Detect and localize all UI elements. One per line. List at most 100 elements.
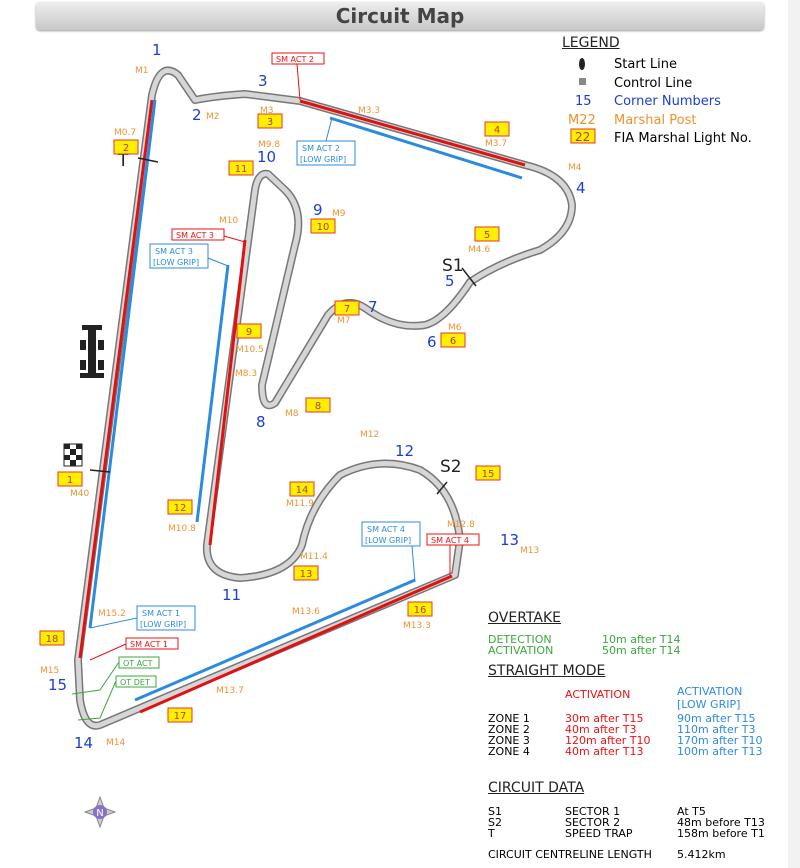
- circuit-data-cell: At T5: [677, 805, 706, 818]
- svg-text:11: 11: [222, 586, 241, 604]
- fia-light-number: 17: [174, 711, 187, 722]
- svg-text:M3.3: M3.3: [358, 106, 380, 116]
- straight-mode-cell: ZONE 3: [488, 734, 530, 747]
- length-value: 5.412km: [677, 848, 726, 861]
- straight-mode-cell: ZONE 4: [488, 745, 530, 758]
- circuit-data-cell: SECTOR 1: [565, 805, 621, 818]
- sm-col-lowgrip-2: [LOW GRIP]: [677, 698, 741, 711]
- fia-light-number: 16: [414, 605, 427, 616]
- fia-light-box: [475, 465, 501, 481]
- svg-text:M13.6: M13.6: [292, 607, 320, 617]
- straight-mode-cell: 170m after T10: [677, 734, 763, 747]
- svg-text:2: 2: [192, 106, 202, 124]
- zone-1-blue: [88, 99, 157, 629]
- svg-text:T: T: [117, 151, 129, 171]
- fia-light-box: [39, 630, 65, 646]
- svg-text:M2: M2: [206, 112, 220, 122]
- scrollbar[interactable]: [788, 0, 800, 868]
- sm-col-lowgrip: ACTIVATION: [677, 685, 743, 698]
- page-title: Circuit Map: [36, 2, 764, 30]
- fia-light-box: [310, 218, 336, 234]
- svg-text:M11.4: M11.4: [300, 552, 328, 562]
- fia-light-number: 14: [296, 485, 309, 496]
- svg-text:M40: M40: [70, 489, 89, 499]
- zone-labels: SM ACT 1 SM ACT 2 SM ACT 3 SM ACT 4 SM A…: [71, 52, 480, 721]
- legend-marshal: Marshal Post: [614, 113, 697, 128]
- svg-text:SM ACT 4: SM ACT 4: [367, 525, 405, 534]
- svg-text:12: 12: [395, 442, 414, 460]
- svg-text:[LOW GRIP]: [LOW GRIP]: [300, 155, 346, 164]
- svg-text:10: 10: [257, 148, 276, 166]
- fia-light-number: 7: [344, 304, 350, 315]
- svg-text:M9.8: M9.8: [258, 140, 280, 150]
- svg-text:M13.7: M13.7: [216, 686, 244, 696]
- circuit-data-cell: SECTOR 2: [565, 816, 621, 829]
- fia-light-number: 3: [267, 117, 273, 128]
- circuit-data-cell: 158m before T1: [677, 827, 765, 840]
- zone-2-blue: [329, 116, 523, 180]
- svg-text:M4.6: M4.6: [468, 245, 490, 255]
- zone-2-red: [299, 99, 526, 167]
- fia-light-number: 6: [450, 336, 456, 347]
- straight-mode-cell: ZONE 1: [488, 712, 530, 725]
- svg-text:13: 13: [500, 531, 519, 549]
- svg-text:SM ACT 1: SM ACT 1: [130, 640, 168, 649]
- svg-text:M11.9: M11.9: [286, 499, 314, 509]
- svg-text:7: 7: [368, 298, 378, 316]
- svg-text:4: 4: [576, 179, 586, 197]
- circuit-data-heading: CIRCUIT DATA: [488, 780, 585, 796]
- legend-heading: LEGEND: [562, 35, 620, 51]
- overtake-heading: OVERTAKE: [488, 610, 561, 626]
- zone-1-red: [78, 99, 154, 659]
- fia-light-number: 10: [317, 222, 330, 233]
- overtake-activation: ACTIVATION: [488, 644, 554, 657]
- svg-text:OT ACT: OT ACT: [123, 659, 153, 668]
- svg-text:M15: M15: [40, 666, 59, 676]
- start-line-icon: [579, 58, 585, 70]
- zone-4-red: [139, 574, 453, 714]
- fia-light-box: [167, 499, 193, 515]
- svg-text:M6: M6: [448, 323, 462, 333]
- zone-4-blue: [134, 578, 416, 702]
- circuit-data-cell: S1: [488, 805, 502, 818]
- fia-light-box: [305, 397, 331, 413]
- svg-text:M10.5: M10.5: [236, 345, 264, 355]
- straight-mode-cell: 120m after T10: [565, 734, 651, 747]
- svg-text:6: 6: [427, 333, 437, 351]
- svg-text:14: 14: [74, 734, 93, 752]
- svg-text:[LOW GRIP]: [LOW GRIP]: [365, 536, 411, 545]
- control-line-icon: [579, 78, 586, 85]
- svg-text:M8.3: M8.3: [235, 369, 257, 379]
- straight-mode-cell: 100m after T13: [677, 745, 763, 758]
- legend-light: FIA Marshal Light No.: [614, 131, 752, 146]
- svg-text:M10: M10: [219, 216, 238, 226]
- car-icon: [80, 325, 104, 378]
- legend-corner: Corner Numbers: [614, 94, 721, 109]
- fia-light-box: [407, 601, 433, 617]
- fia-light-box: [257, 113, 283, 129]
- svg-text:M9: M9: [332, 209, 346, 219]
- svg-text:8: 8: [256, 413, 266, 431]
- zone-3-blue: [195, 264, 230, 523]
- legend-marshal-sample: M22: [568, 113, 596, 128]
- straight-mode-cell: 40m after T13: [565, 745, 644, 758]
- straight-mode-heading: STRAIGHT MODE: [488, 663, 606, 679]
- svg-text:[LOW GRIP]: [LOW GRIP]: [153, 258, 199, 267]
- svg-text:N: N: [96, 808, 103, 819]
- fia-light-box: [167, 707, 193, 723]
- overtake-detection-value: 10m after T14: [602, 633, 681, 646]
- svg-text:SM ACT 2: SM ACT 2: [276, 55, 314, 64]
- sm-col-activation: ACTIVATION: [565, 688, 631, 701]
- svg-text:SM ACT 1: SM ACT 1: [142, 609, 180, 618]
- svg-text:M14: M14: [106, 738, 125, 748]
- svg-text:M4: M4: [568, 163, 582, 173]
- fia-light-box: [113, 139, 139, 155]
- zone-3-red: [208, 239, 247, 546]
- svg-text:3: 3: [258, 72, 268, 90]
- svg-text:SM ACT 3: SM ACT 3: [176, 231, 214, 240]
- svg-text:M12.8: M12.8: [447, 520, 475, 530]
- fia-light-number: 9: [246, 327, 252, 338]
- svg-text:S1: S1: [442, 256, 464, 276]
